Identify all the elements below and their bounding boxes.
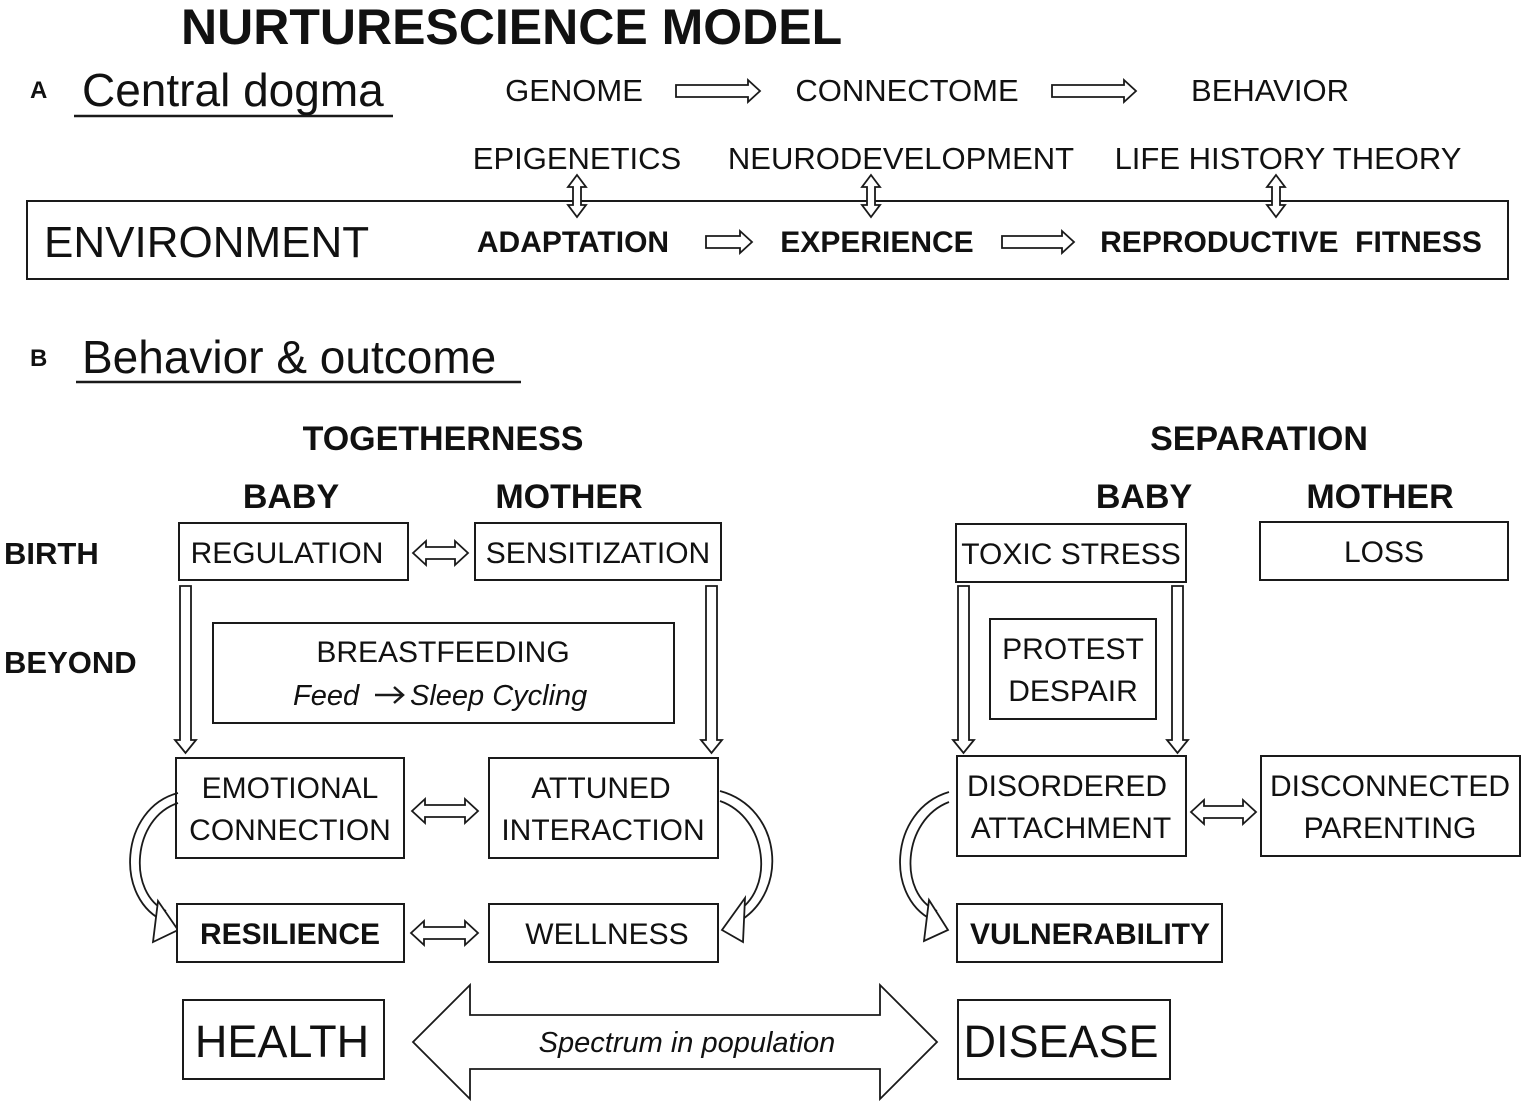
resilience-wellness-double-arrow [409,918,480,948]
disordered-attachment-line2: ATTACHMENT [971,812,1172,845]
flow-genome: GENOME [505,73,643,108]
connectome-to-behavior-arrow [1051,77,1138,105]
sleep-cycling-text: Sleep Cycling [410,680,587,712]
sensitization-text: SENSITIZATION [486,537,710,570]
breastfeeding-text: BREASTFEEDING [316,636,569,669]
disordered-to-vulnerability-curved-arrow-inner [909,801,950,912]
disordered-to-vulnerability-arrowhead [922,897,950,943]
mechanism-epigenetics: EPIGENETICS [473,141,681,176]
attuned-interaction-box [488,757,719,859]
flow-behavior: BEHAVIOR [1191,73,1349,108]
togetherness-baby-label: BABY [243,478,340,516]
attuned-to-wellness-curved-arrow-inner [719,800,762,913]
section-a-title: Central dogma [82,64,384,116]
vulnerability-text: VULNERABILITY [970,918,1210,951]
experience-to-fitness-arrow [1001,228,1076,256]
regulation-sensitization-double-arrow [411,538,470,568]
toxic-stress-box [955,523,1187,583]
wellness-text: WELLNESS [525,918,688,951]
togetherness-heading: TOGETHERNESS [303,420,584,458]
disconnected-parenting-line1: DISCONNECTED [1270,770,1510,803]
emotional-to-resilience-curved-arrow [129,792,179,923]
health-box [182,999,385,1080]
separation-left-down-arrow [951,585,976,755]
disease-box [957,999,1171,1080]
vulnerability-box [956,903,1223,963]
regulation-box [178,522,409,581]
mother-down-arrow [699,585,724,755]
flow-connectome: CONNECTOME [795,73,1018,108]
disordered-attachment-box [956,755,1187,857]
diagram-title: NURTURESCIENCE MODEL [181,0,842,55]
mechanism-life-history-theory: LIFE HISTORY THEORY [1115,141,1462,176]
baby-down-arrow [173,585,198,755]
genome-to-connectome-arrow [675,77,762,105]
attuned-interaction-line1: ATTUNED [531,772,670,805]
attuned-interaction-line2: INTERACTION [501,814,704,847]
row-label-birth: BIRTH [4,536,99,571]
disconnected-parenting-line2: PARENTING [1304,812,1477,845]
separation-heading: SEPARATION [1150,420,1368,458]
loss-text: LOSS [1344,536,1424,569]
separation-mother-label: MOTHER [1306,478,1453,516]
feed-text: Feed [293,680,360,712]
sensitization-box [474,522,722,581]
resilience-text: RESILIENCE [200,918,380,951]
feed-to-sleep-arrow-icon [375,686,405,704]
emotional-attuned-double-arrow [410,796,480,826]
protest-text: PROTEST [1002,633,1144,666]
mechanism-neurodevelopment: NEURODEVELOPMENT [728,141,1074,176]
togetherness-mother-label: MOTHER [495,478,642,516]
despair-text: DESPAIR [1008,675,1137,708]
spectrum-text: Spectrum in population [539,1027,836,1059]
environment-label: ENVIRONMENT [44,218,369,267]
attuned-to-wellness-curved-arrow [719,790,774,923]
epigenetics-double-arrow [566,173,588,219]
emotional-to-resilience-curved-arrow-inner [138,802,179,912]
env-reproductive-fitness: REPRODUCTIVE FITNESS [1100,226,1482,259]
wellness-box [488,903,719,963]
emotional-connection-line1: EMOTIONAL [202,772,379,805]
separation-right-down-arrow [1165,585,1190,755]
emotional-to-resilience-arrowhead [151,898,180,944]
toxic-stress-text: TOXIC STRESS [961,538,1181,571]
protest-despair-box [989,618,1157,720]
disordered-attachment-line1: DISORDERED [967,770,1167,803]
resilience-box [176,903,405,963]
regulation-text: REGULATION [191,537,384,570]
disordered-to-vulnerability-curved-arrow [899,791,950,923]
emotional-connection-line2: CONNECTION [189,814,391,847]
environment-box [26,200,1509,280]
breastfeeding-box [212,622,675,724]
row-label-beyond: BEYOND [4,645,137,680]
attachment-parenting-double-arrow [1189,797,1258,827]
emotional-connection-box [175,757,405,859]
disconnected-parenting-box [1260,755,1521,857]
section-b-title: Behavior & outcome [82,331,496,383]
section-b-letter: B [30,345,47,372]
separation-baby-label: BABY [1096,478,1193,516]
neurodevelopment-double-arrow [860,173,882,219]
life-history-double-arrow [1265,173,1287,219]
adaptation-to-experience-arrow [705,228,754,256]
env-adaptation: ADAPTATION [477,226,669,259]
section-a-letter: A [30,77,47,104]
disease-text: DISEASE [963,1016,1158,1067]
loss-box [1259,521,1509,581]
attuned-to-wellness-arrowhead [720,895,747,944]
health-text: HEALTH [195,1016,369,1067]
spectrum-double-arrow [411,982,939,1102]
env-experience: EXPERIENCE [780,226,973,259]
